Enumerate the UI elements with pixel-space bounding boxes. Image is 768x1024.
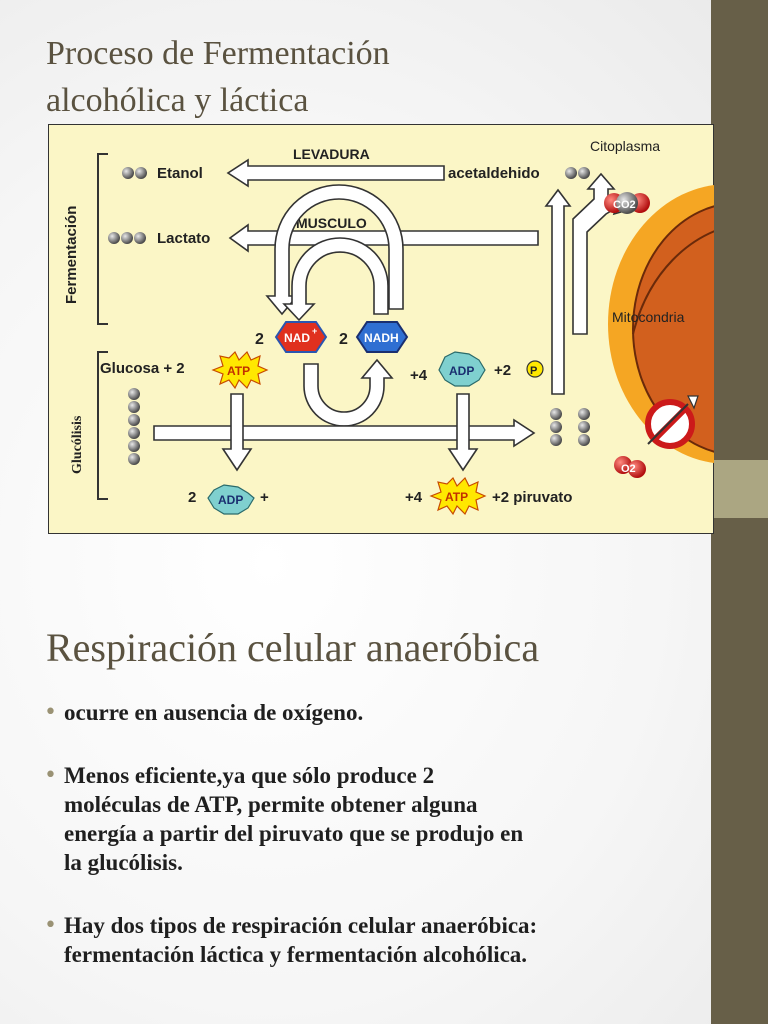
atp-star-icon	[211, 350, 269, 390]
mitochondria-shape	[608, 184, 714, 464]
nadh-hexagon	[355, 321, 409, 353]
adp-blob-icon-2	[207, 484, 255, 515]
plus-sign: +	[260, 489, 269, 506]
pyruvate-up-arrow	[544, 188, 572, 395]
lactato-label: Lactato	[157, 230, 210, 247]
bullet-text: Menos eficiente,ya que sólo produce 2 mo…	[64, 763, 524, 875]
bullet-item: • Menos eficiente,ya que sólo produce 2 …	[44, 761, 704, 877]
o2-label: O2	[621, 463, 636, 475]
mitocondria-label: Mitocondria	[612, 309, 685, 325]
nadh-label: NADH	[364, 331, 399, 345]
phosphate-label: P	[530, 365, 537, 377]
plus4-adp-label: +4	[410, 367, 428, 384]
fermentacion-label: Fermentación	[63, 206, 80, 304]
bullet-text: ocurre en ausencia de oxígeno.	[64, 700, 364, 725]
piruvato-label: +2 piruvato	[492, 489, 572, 506]
nad-plus-hexagon	[274, 321, 328, 353]
atp-consumption-arrow	[221, 393, 253, 472]
bullet-item: • ocurre en ausencia de oxígeno.	[44, 698, 704, 727]
adp-label-1: ADP	[449, 364, 474, 378]
bullet-marker: •	[44, 913, 57, 938]
glucolisis-label: Glucólisis	[70, 415, 85, 474]
nadh-to-nad-inner-arrow	[282, 237, 389, 322]
fermentation-bracket	[97, 153, 108, 325]
citoplasma-label: Citoplasma	[590, 138, 660, 154]
acetaldehido-label: acetaldehido	[448, 165, 540, 182]
levadura-arrow	[226, 158, 445, 188]
bullet-marker: •	[44, 700, 57, 725]
bullet-item: • Hay dos tipos de respiración celular a…	[44, 911, 704, 969]
o2-molecule-icon	[614, 456, 646, 478]
nadh-coefficient: 2	[339, 331, 348, 348]
atp-label-1: ATP	[227, 364, 250, 378]
atp-label-2: ATP	[445, 490, 468, 504]
atp-star-icon-2	[429, 476, 487, 516]
glucosa-molecule-icon	[128, 388, 140, 465]
section-heading: Respiración celular anaeróbica	[46, 625, 540, 670]
glycolysis-main-arrow	[153, 418, 536, 448]
bullet-list: • ocurre en ausencia de oxígeno. • Menos…	[44, 698, 704, 1003]
slide-title: Proceso de Fermentación alcohólica y lác…	[46, 35, 390, 119]
acetaldehido-molecule-icon	[565, 167, 590, 179]
no-oxygen-icon	[645, 395, 699, 449]
co2-label: CO2	[613, 199, 636, 211]
phosphate-icon	[526, 360, 544, 378]
glycolysis-bracket	[97, 351, 108, 500]
nad-to-nadh-loop-arrow	[303, 358, 394, 427]
etanol-molecule-icon	[122, 167, 147, 179]
sidebar-accent-tab	[711, 460, 768, 518]
musculo-arrow	[228, 223, 539, 253]
fermentation-diagram: Mitocondria Citoplasma Fermentación Gluc…	[48, 124, 714, 534]
nadh-to-nad-outer-arrow	[265, 184, 404, 316]
adp-coefficient: 2	[188, 489, 196, 506]
bullet-marker: •	[44, 763, 57, 788]
nad-coefficient: 2	[255, 331, 264, 348]
plus2-label: +2	[494, 362, 511, 379]
bullet-text: Hay dos tipos de respiración celular ana…	[64, 913, 538, 967]
nad-label: NAD	[284, 331, 310, 345]
nad-superscript: +	[312, 326, 317, 336]
adp-label-2: ADP	[218, 493, 243, 507]
atp-production-arrow	[447, 393, 479, 472]
adp-blob-icon	[438, 351, 486, 387]
lactato-molecule-icon	[108, 232, 146, 244]
co2-molecule-icon	[604, 192, 650, 214]
levadura-label: LEVADURA	[293, 146, 370, 162]
piruvato-molecules-icon	[550, 408, 590, 446]
plus4-atp-label: +4	[405, 489, 423, 506]
glucosa-label: Glucosa + 2	[100, 360, 185, 377]
etanol-label: Etanol	[157, 165, 203, 182]
musculo-label: MUSCULO	[296, 215, 367, 231]
